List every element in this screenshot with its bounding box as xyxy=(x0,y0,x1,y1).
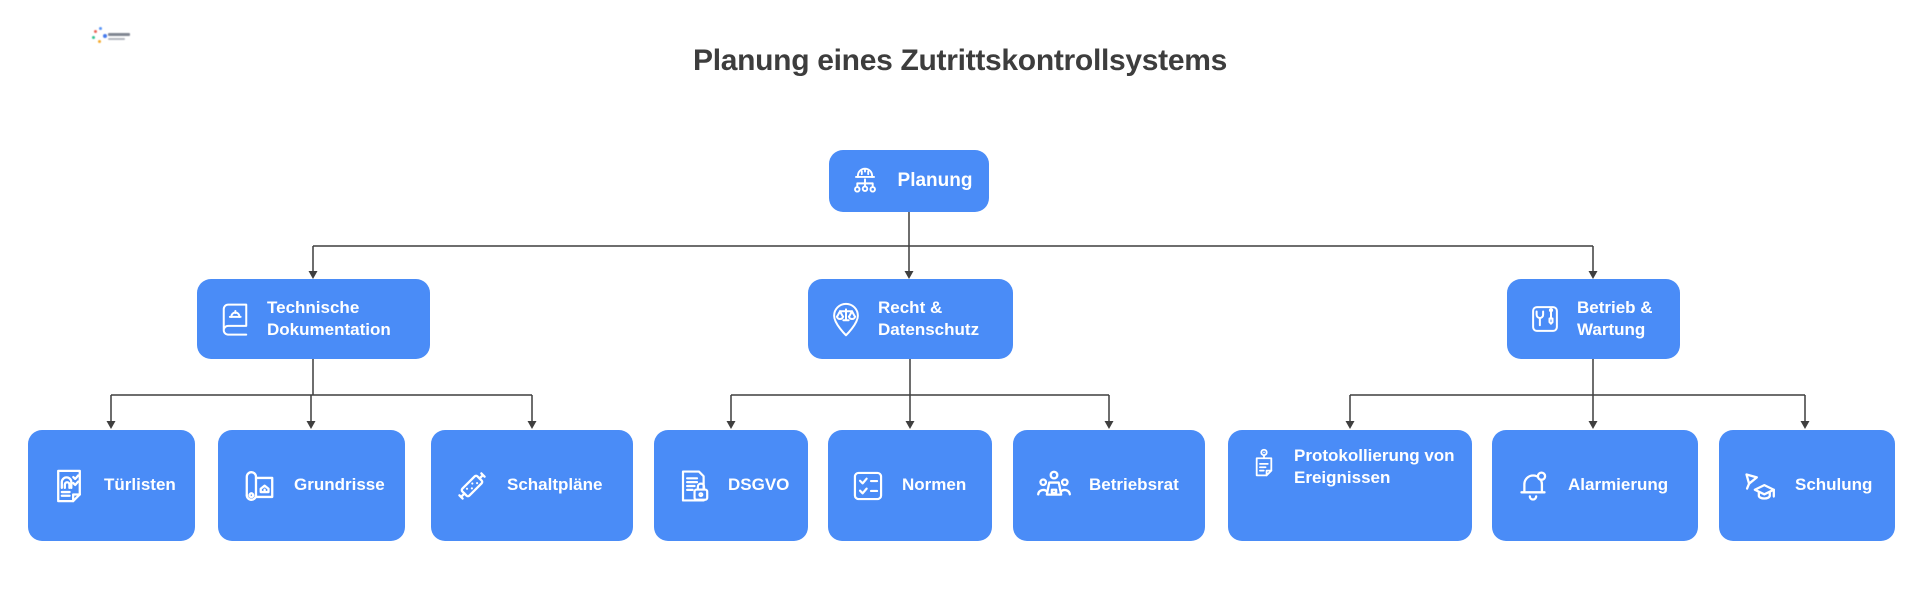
node-label: Grundrisse xyxy=(294,475,385,495)
node-schulung[interactable]: Schulung xyxy=(1719,430,1895,541)
node-protokollierung[interactable]: Protokollierung von Ereignissen xyxy=(1228,430,1472,541)
floorplan-blueprint-icon xyxy=(236,463,282,509)
node-label: Normen xyxy=(902,475,967,495)
node-label: Betrieb & Wartung xyxy=(1577,297,1653,339)
page-title: Planung eines Zutrittskontrollsystems xyxy=(692,44,1227,77)
node-label: Protokollierung von Ereignissen xyxy=(1294,446,1455,488)
node-label: Recht & Datenschutz xyxy=(878,297,980,339)
graduation-training-icon xyxy=(1737,463,1783,509)
node-label: Türlisten xyxy=(104,475,176,495)
node-label: Schulung xyxy=(1795,475,1873,495)
node-dsgvo[interactable]: DSGVO xyxy=(654,430,808,541)
construction-planning-icon xyxy=(846,162,884,200)
node-label: Technische Dokumentation xyxy=(267,297,391,339)
technical-manual-icon xyxy=(215,299,255,339)
node-grundrisse[interactable]: Grundrisse xyxy=(218,430,405,541)
alarm-bell-icon xyxy=(1510,463,1556,509)
node-alarmierung[interactable]: Alarmierung xyxy=(1492,430,1698,541)
node-betrieb-wartung[interactable]: Betrieb & Wartung xyxy=(1507,279,1680,359)
checklist-icon xyxy=(846,464,890,508)
brand-logo xyxy=(92,27,138,47)
node-recht-datenschutz[interactable]: Recht & Datenschutz xyxy=(808,279,1013,359)
tools-icon xyxy=(1525,299,1565,339)
node-schaltplaene[interactable]: Schaltpläne xyxy=(431,430,633,541)
document-lock-icon xyxy=(672,464,716,508)
legal-scales-pin-icon xyxy=(826,299,866,339)
door-checklist-document-icon xyxy=(46,463,92,509)
node-label: Betriebsrat xyxy=(1089,475,1179,495)
node-betriebsrat[interactable]: Betriebsrat xyxy=(1013,430,1205,541)
node-normen[interactable]: Normen xyxy=(828,430,992,541)
node-label: DSGVO xyxy=(728,475,790,495)
node-label: Alarmierung xyxy=(1568,475,1669,495)
node-label: Schaltpläne xyxy=(507,475,603,495)
node-tuerlisten[interactable]: Türlisten xyxy=(28,430,195,541)
node-label: Planung xyxy=(897,169,973,191)
pinned-log-note-icon xyxy=(1246,445,1282,481)
circuit-component-icon xyxy=(449,463,495,509)
committee-people-icon xyxy=(1031,463,1077,509)
node-planung[interactable]: Planung xyxy=(829,150,989,212)
node-technische-dokumentation[interactable]: Technische Dokumentation xyxy=(197,279,430,359)
